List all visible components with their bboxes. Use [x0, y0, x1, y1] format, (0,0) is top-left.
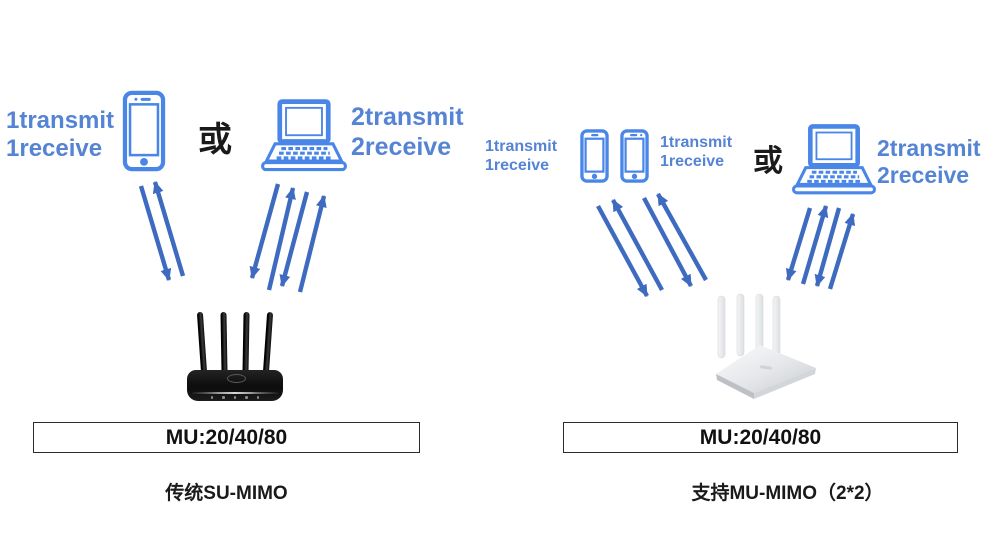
- router-white: [716, 293, 816, 399]
- left-bandwidth-text: MU:20/40/80: [165, 425, 288, 449]
- router-body: [187, 370, 283, 401]
- right-laptop-stream-arrows: [785, 205, 856, 290]
- left-or-label: 或: [198, 121, 232, 159]
- right-bandwidth-box: MU:20/40/80: [563, 422, 958, 453]
- right-bandwidth-text: MU:20/40/80: [699, 425, 822, 449]
- right-phone2-label-line1: 1transmit: [660, 134, 733, 151]
- right-phone2-label: 1transmit 1receive: [660, 134, 732, 172]
- left-phone-label: 1transmit 1receive: [6, 107, 114, 164]
- right-or-label: 或: [753, 145, 783, 178]
- router-trim-line: [192, 392, 278, 394]
- left-laptop-label-line1: 2transmit: [351, 103, 464, 131]
- right-phones-stream-arrows: [596, 192, 708, 298]
- left-laptop-stream-arrows: [249, 183, 327, 293]
- smartphone-icon: [122, 90, 166, 172]
- router-black: [185, 310, 285, 402]
- left-laptop-label-line2: 2receive: [351, 132, 452, 161]
- left-phone-stream-arrows: [138, 181, 186, 281]
- right-phone2-label-line2: 1receive: [660, 152, 725, 170]
- right-laptop-label-line2: 2receive: [877, 162, 970, 189]
- left-laptop-label: 2transmit 2receive: [351, 103, 464, 162]
- left-phone-label-line1: 1transmit: [6, 107, 115, 134]
- smartphone-icon: [580, 129, 609, 183]
- router-antenna: [196, 311, 207, 375]
- laptop-icon: [792, 124, 876, 195]
- smartphone-icon: [620, 129, 649, 183]
- router-logo: [227, 374, 246, 383]
- router-antenna: [262, 311, 273, 375]
- left-caption: 传统SU-MIMO: [165, 483, 288, 504]
- right-phone1-label: 1transmit 1receive: [485, 138, 557, 176]
- router-leds: [187, 396, 283, 399]
- right-laptop-label: 2transmit 2receive: [877, 135, 981, 189]
- router-antenna: [242, 311, 250, 375]
- right-caption: 支持MU-MIMO（2*2）: [691, 483, 884, 504]
- right-phone1-label-line2: 1receive: [485, 156, 550, 174]
- router-antenna: [220, 311, 228, 375]
- left-phone-label-line2: 1receive: [6, 135, 103, 163]
- laptop-icon: [261, 99, 347, 172]
- right-laptop-label-line1: 2transmit: [877, 135, 981, 161]
- left-bandwidth-box: MU:20/40/80: [33, 422, 420, 453]
- right-phone1-label-line1: 1transmit: [485, 138, 558, 155]
